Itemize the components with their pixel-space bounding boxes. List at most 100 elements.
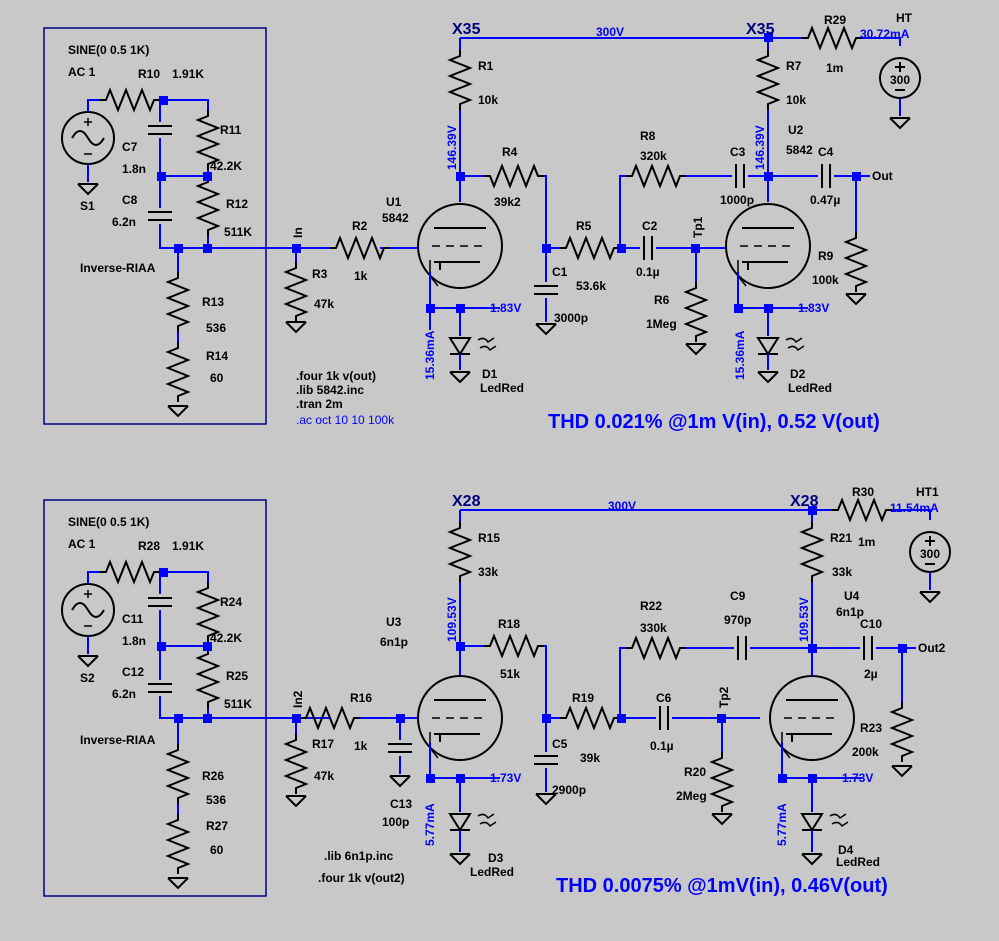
- c3-value: 1000p: [720, 193, 754, 207]
- c12-name: C12: [122, 665, 144, 679]
- u3-name: U3: [386, 615, 402, 629]
- ac-spec-2: AC 1: [68, 537, 96, 551]
- c9-name: C9: [730, 589, 746, 603]
- labels-bottom: SINE(0 0.5 1K) AC 1 S2 Inverse-RIAA R28 …: [68, 485, 946, 897]
- junctions-top: [157, 33, 861, 313]
- cathode-voltage-4: 1.73V: [842, 771, 873, 785]
- r8-name: R8: [640, 129, 656, 143]
- d3-name: D3: [488, 851, 504, 865]
- bottom-circuit: [43, 499, 951, 897]
- r29-name: R29: [824, 13, 846, 27]
- c11-value: 1.8n: [122, 634, 146, 648]
- riaa-label-2: Inverse-RIAA: [80, 733, 156, 747]
- plate-voltage-2: 146.39V: [753, 125, 767, 170]
- u1-name: U1: [386, 195, 402, 209]
- source-name: S1: [80, 199, 95, 213]
- ht-name: HT: [896, 11, 913, 25]
- r10-name: R10: [138, 67, 160, 81]
- r15-name: R15: [478, 531, 500, 545]
- c3-name: C3: [730, 145, 746, 159]
- r27-value: 60: [210, 843, 224, 857]
- c1-name: C1: [552, 265, 568, 279]
- u4-name: U4: [844, 589, 860, 603]
- d3-value: LedRed: [470, 865, 514, 879]
- r9-name: R9: [818, 249, 834, 263]
- junctions-bottom: [157, 506, 907, 783]
- source-spec-2: SINE(0 0.5 1K): [68, 515, 149, 529]
- net-x28-right: X28: [790, 493, 819, 510]
- r12-name: R12: [226, 197, 248, 211]
- r7-name: R7: [786, 59, 802, 73]
- r18-name: R18: [498, 617, 520, 631]
- c7-value: 1.8n: [122, 162, 146, 176]
- c5-name: C5: [552, 737, 568, 751]
- directive-lib-2: .lib 6n1p.inc: [324, 849, 394, 863]
- source-spec: SINE(0 0.5 1K): [68, 43, 149, 57]
- ht-current: 30.72mA: [860, 27, 910, 41]
- r6-name: R6: [654, 293, 670, 307]
- r23-name: R23: [860, 721, 882, 735]
- r4-name: R4: [502, 145, 518, 159]
- r20-value: 2Meg: [676, 789, 707, 803]
- d2-value: LedRed: [788, 381, 832, 395]
- r21-value: 33k: [832, 565, 852, 579]
- net-in: In: [291, 227, 305, 238]
- net-out: Out: [872, 169, 893, 183]
- c12-value: 6.2n: [112, 687, 136, 701]
- u2-name: U2: [788, 123, 804, 137]
- cathode-current-4: 5.77mA: [775, 803, 789, 846]
- rail-voltage: 300V: [596, 25, 624, 39]
- r28-value: 1.91K: [172, 539, 204, 553]
- cathode-voltage-1: 1.83V: [490, 301, 521, 315]
- thd-result-bottom: THD 0.0075% @1mV(in), 0.46V(out): [556, 875, 888, 897]
- plate-voltage-1: 146.39V: [445, 125, 459, 170]
- r26-value: 536: [206, 793, 226, 807]
- top-circuit: [43, 27, 921, 425]
- ht1-value: 300: [920, 547, 940, 561]
- r28-name: R28: [138, 539, 160, 553]
- r22-name: R22: [640, 599, 662, 613]
- r30-name: R30: [852, 485, 874, 499]
- r2-value: 1k: [354, 269, 368, 283]
- thd-result-top: THD 0.021% @1m V(in), 0.52 V(out): [548, 411, 880, 433]
- ht1-name: HT1: [916, 485, 939, 499]
- u1-value: 5842: [382, 211, 409, 225]
- riaa-frame-bottom: [43, 499, 267, 897]
- r20-name: R20: [684, 765, 706, 779]
- r30-value: 1m: [858, 535, 875, 549]
- c6-name: C6: [656, 691, 672, 705]
- r10-value: 1.91K: [172, 67, 204, 81]
- net-x-right: X35: [746, 21, 775, 38]
- directive-tran: .tran 2m: [296, 397, 343, 411]
- r3-value: 47k: [314, 297, 334, 311]
- cathode-current-2: 15.36mA: [733, 330, 747, 380]
- d4-value: LedRed: [836, 855, 880, 869]
- r26-name: R26: [202, 769, 224, 783]
- r1-name: R1: [478, 59, 494, 73]
- r16-value: 1k: [354, 739, 368, 753]
- r17-name: R17: [312, 737, 334, 751]
- r1-value: 10k: [478, 93, 498, 107]
- r22-value: 330k: [640, 621, 667, 635]
- cathode-voltage-2: 1.83V: [798, 301, 829, 315]
- directive-ac: .ac oct 10 10 100k: [296, 413, 395, 427]
- u4-value: 6n1p: [836, 605, 864, 619]
- r14-value: 60: [210, 371, 224, 385]
- r25-value: 511K: [224, 697, 252, 711]
- cathode-current-1: 15.36mA: [423, 330, 437, 380]
- directive-four-2: .four 1k v(out2): [318, 871, 405, 885]
- r14-name: R14: [206, 349, 228, 363]
- r15-value: 33k: [478, 565, 498, 579]
- c11-name: C11: [122, 612, 144, 626]
- r8-value: 320k: [640, 149, 667, 163]
- c13-name: C13: [390, 797, 412, 811]
- r7-value: 10k: [786, 93, 806, 107]
- cathode-current-3: 5.77mA: [423, 803, 437, 846]
- c4-name: C4: [818, 145, 834, 159]
- directive-lib: .lib 5842.inc: [296, 383, 364, 397]
- r29-value: 1m: [826, 61, 843, 75]
- r11-value: 42.2K: [210, 159, 242, 173]
- r25-name: R25: [226, 669, 248, 683]
- riaa-frame-top: [43, 27, 267, 425]
